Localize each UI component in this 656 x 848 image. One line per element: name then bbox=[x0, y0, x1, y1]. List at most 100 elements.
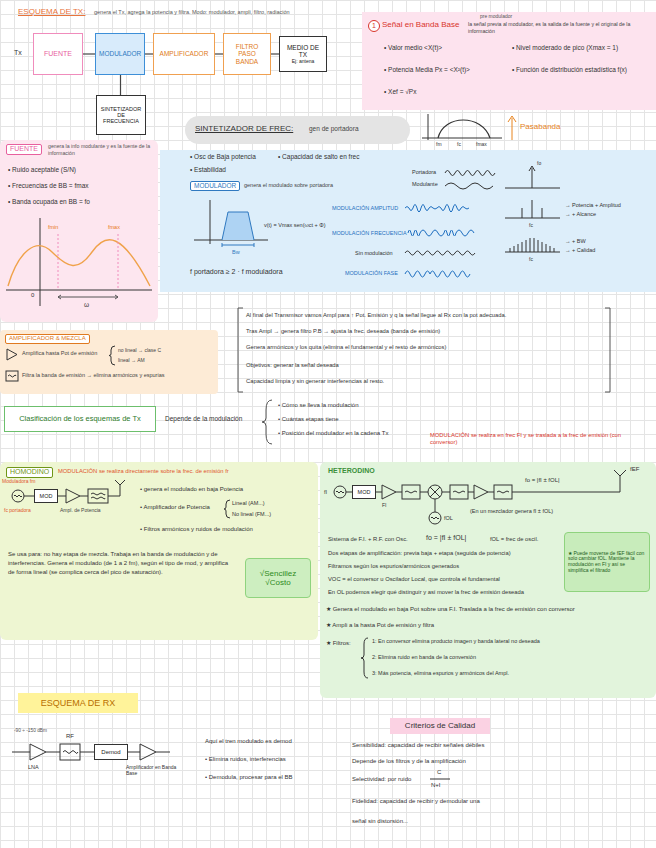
drawn-path bbox=[63, 751, 78, 754]
drawn-path bbox=[614, 470, 626, 476]
drawn-line bbox=[620, 476, 621, 492]
connector bbox=[83, 53, 95, 54]
note-text: Bw bbox=[232, 249, 240, 256]
drawn-line bbox=[376, 492, 382, 493]
note-text: MODULACIÓN FASE bbox=[345, 270, 398, 277]
note-text: fI bbox=[324, 489, 327, 496]
note-text: MODULADOR bbox=[190, 181, 240, 191]
drawn-line bbox=[6, 290, 152, 291]
note-text: ω bbox=[84, 301, 89, 309]
drawn-rect bbox=[60, 744, 80, 760]
box-text: √Costo bbox=[265, 578, 290, 587]
note-text: 1 bbox=[368, 20, 380, 32]
note-text: (En un mezclador genera fI ± fOL) bbox=[470, 508, 553, 515]
note-text: → + Alcance bbox=[565, 211, 596, 218]
heading-box: Clasificación de los esquemas de Tx bbox=[4, 406, 156, 432]
drawn-line bbox=[40, 218, 41, 306]
note-text: Amplifica hasta Pot de emisión bbox=[22, 350, 97, 357]
drawn-path bbox=[361, 638, 368, 678]
page-title: ESQUEMA DE TX: bbox=[18, 7, 85, 17]
drawn-line bbox=[210, 200, 211, 244]
note-text: → Potencia + Amplitud bbox=[565, 202, 621, 209]
note-text: FI bbox=[382, 502, 386, 508]
drawn-line bbox=[46, 752, 60, 753]
illustration-group bbox=[194, 166, 560, 277]
drawn-line bbox=[420, 492, 428, 493]
drawn-line bbox=[80, 752, 94, 753]
note-text: • Potencia Media Px = <X²(t)> bbox=[384, 66, 470, 74]
note-text: FUENTE bbox=[6, 144, 42, 155]
note-label: fm bbox=[436, 141, 442, 147]
box-text: SINTETIZADOR DE FRECUENCIA bbox=[100, 106, 142, 125]
note-label: Al final del Transmisor vamos Ampl para … bbox=[246, 312, 604, 319]
drawn-path bbox=[529, 166, 535, 171]
drawn-path bbox=[430, 487, 440, 497]
drawn-path bbox=[262, 400, 272, 444]
note-text: fo bbox=[537, 160, 541, 166]
drawn-line bbox=[542, 208, 543, 218]
note-text: Dos etapas de amplificación: previa baja… bbox=[328, 550, 560, 557]
box-text: MOD bbox=[40, 493, 53, 499]
note-text: fc bbox=[529, 256, 533, 262]
note-text: fo = |fI ± fOL| bbox=[525, 477, 560, 485]
drawn-path bbox=[405, 205, 469, 213]
connector bbox=[120, 75, 121, 95]
note-text: AMPLIFICADOR & MEZCLA bbox=[5, 334, 90, 344]
drawn-line bbox=[430, 779, 450, 780]
note-label: • Demodula, procesar para el BB bbox=[205, 774, 292, 782]
note-label: Tx bbox=[14, 49, 22, 58]
process-box: FUENTE bbox=[33, 33, 83, 75]
drawn-path bbox=[58, 295, 118, 299]
box-text: FUENTE bbox=[44, 50, 72, 58]
drawn-path bbox=[140, 744, 156, 760]
drawn-path bbox=[66, 489, 80, 503]
drawn-line bbox=[505, 218, 560, 219]
note-label: Selectividad: por ruido bbox=[352, 776, 411, 784]
drawn-line bbox=[512, 492, 620, 493]
drawn-line bbox=[222, 245, 254, 246]
process-box: MODULADOR bbox=[95, 33, 145, 75]
note-band: AMPLIFICADOR & MEZCLA Amplifica hasta Pot… bbox=[0, 330, 218, 394]
note-text: MODULACIÓN se realiza directamente sobre… bbox=[58, 468, 313, 475]
box-text: Criterios de Calidad bbox=[405, 721, 475, 730]
note-text: • Xef = √Px bbox=[384, 88, 416, 96]
note-label: • Posición del modulador en la cadena Tx bbox=[278, 430, 388, 438]
process-box: MEDIO DE TXEj: antena bbox=[279, 36, 327, 72]
box-text: MODULADOR bbox=[99, 50, 141, 57]
drawn-line bbox=[120, 484, 121, 496]
note-label: Amplificador en Banda Base bbox=[126, 764, 188, 777]
note-band: • Osc de Baja potencia• Capacidad de sal… bbox=[160, 150, 656, 292]
note-label: fc bbox=[457, 141, 461, 147]
note-label: Pasabanda bbox=[520, 122, 560, 132]
drawn-rect bbox=[402, 485, 420, 499]
note-text: fmin bbox=[48, 224, 58, 231]
note-text: • Capacidad de salto en frec bbox=[278, 153, 359, 161]
drawn-path bbox=[497, 491, 509, 493]
note-band: 1Señal en Banda Basepre moduladorla seña… bbox=[362, 12, 656, 110]
connector bbox=[271, 53, 279, 54]
note-text: • genera el modulado en baja Potencia bbox=[140, 486, 243, 494]
note-band: HOMODINO MODULACIÓN se realiza directamen… bbox=[0, 462, 318, 640]
note-text: • Valor medio <X(t)> bbox=[384, 44, 442, 52]
note-band: FUENTEgenera la info modulante y es la f… bbox=[0, 140, 158, 322]
heading-band: Criterios de Calidad bbox=[390, 718, 490, 734]
note-text: no lineal → clase C bbox=[118, 347, 161, 353]
drawn-line bbox=[118, 234, 119, 290]
note-text: HETERODINO bbox=[328, 467, 375, 476]
note-label: Fidelidad: capacidad de recibir y demodu… bbox=[352, 798, 480, 806]
drawn-circle bbox=[12, 490, 24, 502]
drawn-line bbox=[58, 297, 118, 298]
drawn-path bbox=[510, 238, 554, 252]
box-text: Clasificación de los esquemas de Tx bbox=[19, 415, 141, 424]
note-text: gen de portadora bbox=[309, 125, 359, 133]
drawn-path bbox=[445, 171, 495, 176]
note-text: • Amplificador de Potencia bbox=[140, 504, 210, 512]
note-label: • Elimina ruidos, interferencias bbox=[205, 756, 286, 764]
process-box: AMPLIFICADOR bbox=[153, 33, 215, 75]
drawn-path bbox=[8, 375, 16, 377]
drawn-line bbox=[522, 208, 523, 218]
note-text: Portadora bbox=[412, 169, 436, 176]
note-text: HOMODINO bbox=[6, 467, 53, 478]
note-text: • Función de distribución estadística f(… bbox=[512, 66, 652, 74]
drawn-rect bbox=[450, 485, 468, 499]
